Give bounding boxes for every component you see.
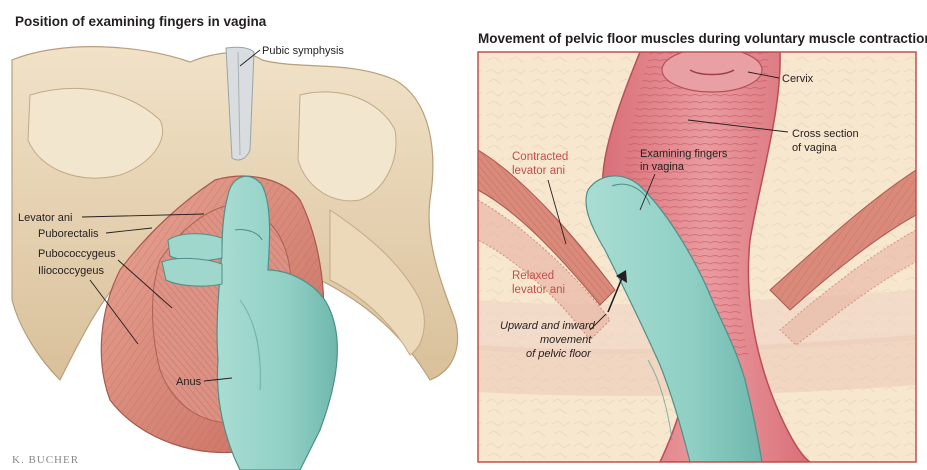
label-anus: Anus — [176, 376, 202, 388]
label-examining-2: in vagina — [640, 161, 685, 173]
label-pubic-symphysis: Pubic symphysis — [262, 45, 344, 57]
cervix — [662, 48, 762, 92]
label-relaxed-2: levator ani — [512, 284, 565, 296]
label-pubococcygeus: Pubococcygeus — [38, 248, 116, 260]
right-illustration — [478, 48, 916, 462]
label-relaxed-1: Relaxed — [512, 270, 554, 282]
label-upward-1: Upward and inward — [500, 320, 596, 332]
left-panel-title: Position of examining fingers in vagina — [15, 14, 267, 29]
label-puborectalis: Puborectalis — [38, 228, 99, 240]
label-cross-section-1: Cross section — [792, 128, 859, 140]
label-iliococcygeus: Iliococcygeus — [38, 265, 105, 277]
label-upward-3: of pelvic floor — [526, 348, 592, 360]
artist-signature: K. BUCHER — [12, 454, 79, 466]
label-examining-1: Examining fingers — [640, 148, 728, 160]
label-contracted-2: levator ani — [512, 165, 565, 177]
label-upward-2: movement — [540, 334, 592, 346]
label-cervix: Cervix — [782, 73, 814, 85]
label-cross-section-2: of vagina — [792, 142, 838, 154]
right-panel-title: Movement of pelvic floor muscles during … — [478, 31, 927, 46]
label-levator-ani: Levator ani — [18, 212, 72, 224]
label-contracted-1: Contracted — [512, 151, 568, 163]
